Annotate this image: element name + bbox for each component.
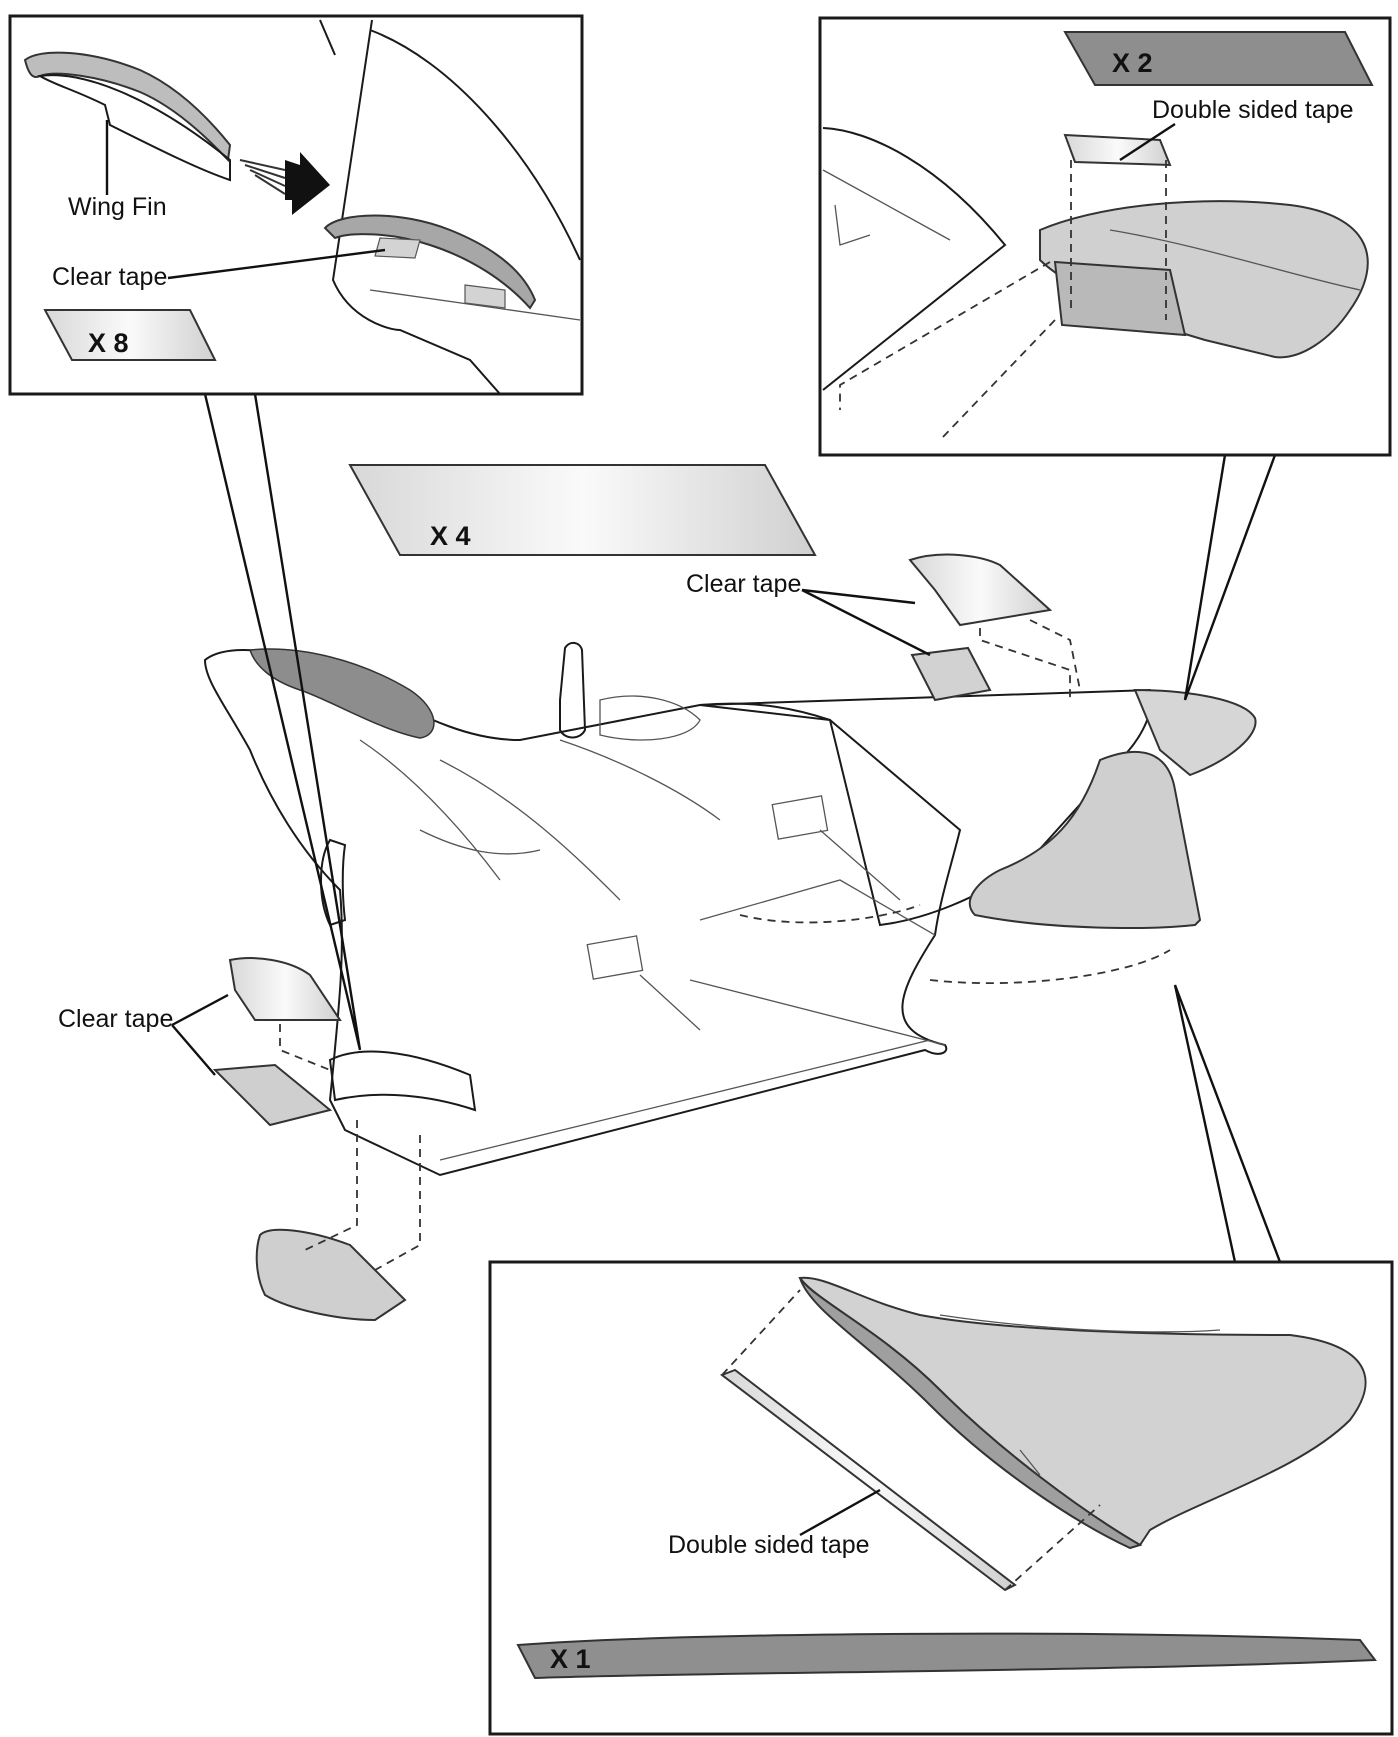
- right-wingtip-fin: [968, 750, 1202, 929]
- quantity-x1: X 1: [550, 1644, 591, 1674]
- tape-strip-x8: [43, 309, 217, 361]
- left-wingtip-plate: [255, 1228, 407, 1322]
- callout-wingtip-plate: X 2 Double sided tape: [818, 16, 1392, 701]
- callout-vertical-fin: Double sided tape X 1: [488, 984, 1394, 1736]
- clear-tape-label-right: Clear tape: [686, 570, 801, 598]
- clear-tape-label-left: Clear tape: [58, 1005, 173, 1033]
- clear-tape-left-upper: [228, 957, 342, 1021]
- propeller: [559, 642, 587, 739]
- arrow-right-icon: [239, 152, 330, 215]
- left-wingtip-fin: [328, 1050, 477, 1112]
- wingtip-mount-tab: [1053, 260, 1187, 337]
- quantity-x8: X 8: [88, 328, 129, 358]
- clear-tape-label-callout: Clear tape: [52, 263, 167, 291]
- tape-strip-x1: [516, 1632, 1377, 1680]
- right-wingtip-plate: [1133, 688, 1257, 777]
- tape-strip-x4: [348, 464, 817, 556]
- flying-wing-aircraft: [203, 600, 1257, 1322]
- tape-strip-x2: [1063, 31, 1374, 86]
- clear-tape-left-lower: [212, 1063, 333, 1127]
- vertical-fin-edge: [799, 1277, 1143, 1550]
- wing-fin-label: Wing Fin: [68, 193, 167, 221]
- clear-tape-right-lower: [910, 646, 992, 702]
- quantity-x2: X 2: [1112, 48, 1153, 78]
- callout-wing-fin: Wing Fin Clear tape X 8: [8, 14, 584, 1051]
- quantity-x4: X 4: [430, 521, 471, 551]
- wing-fin-attached: [323, 214, 537, 310]
- canopy-stripe: [248, 648, 435, 739]
- double-sided-tape-piece: [1063, 133, 1172, 167]
- servo-bay-right: [771, 795, 829, 840]
- double-sided-tape-label-bottom: Double sided tape: [668, 1531, 870, 1559]
- double-sided-tape-label-top: Double sided tape: [1152, 96, 1354, 124]
- clear-tape-patch-bottom: [464, 284, 506, 309]
- servo-bay-left: [586, 935, 644, 980]
- left-wing: [203, 649, 962, 1177]
- clear-tape-right-upper: [908, 553, 1053, 627]
- clear-tape-patch-top: [374, 237, 421, 259]
- rear-prop-blade: [320, 838, 347, 927]
- double-sided-tape-strip: [719, 1368, 1017, 1592]
